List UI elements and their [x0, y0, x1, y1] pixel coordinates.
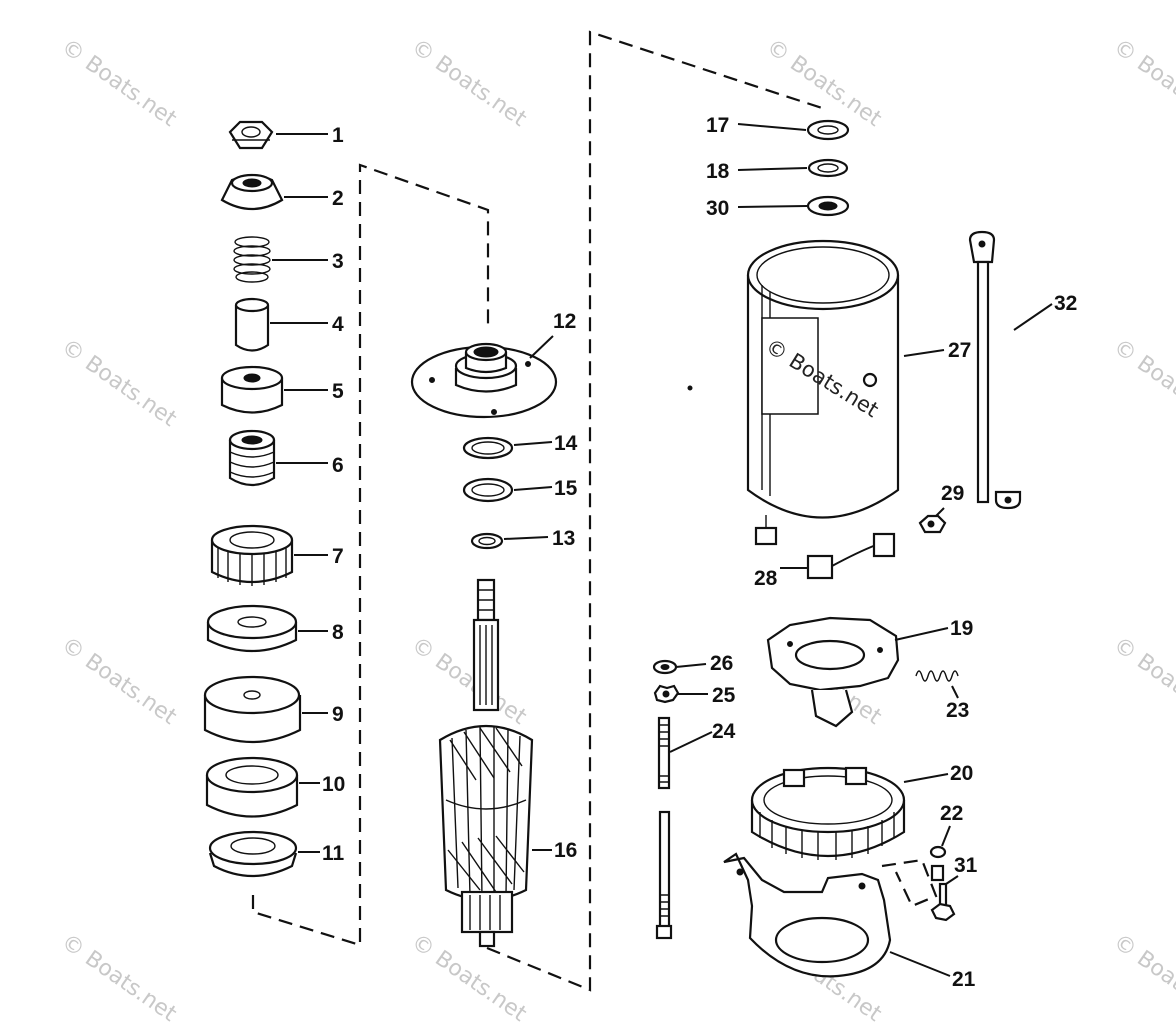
part-20-end-housing [750, 766, 906, 860]
part-25-lockwasher [653, 684, 680, 704]
part-2-retainer [220, 173, 284, 210]
callout-10: 10 [322, 773, 345, 796]
part-17-washer [806, 119, 850, 141]
watermark: © Boats.net [1109, 34, 1176, 132]
part-23-brush-springs [915, 670, 959, 682]
callout-14: 14 [554, 432, 578, 455]
part-32-ground-strap [968, 230, 1022, 510]
watermark: © Boats.net [57, 632, 182, 730]
part-5-collar [220, 365, 284, 414]
watermark: © Boats.net [407, 632, 532, 730]
callout-13: 13 [552, 527, 575, 550]
callout-1: 1 [332, 124, 344, 147]
watermark: © Boats.net [762, 34, 887, 132]
part-8-washer [206, 604, 298, 653]
part-21-mounting-bracket [723, 852, 892, 978]
callout-20: 20 [950, 762, 973, 785]
part-12-end-cap [410, 342, 558, 419]
callout-6: 6 [332, 454, 344, 477]
callout-24: 24 [712, 720, 736, 743]
callout-29: 29 [941, 482, 964, 505]
callout-23: 23 [946, 699, 969, 722]
leader-lines [270, 123, 1053, 977]
part-29-nut [918, 514, 947, 534]
part-26-nut [652, 659, 678, 675]
callout-19: 19 [950, 617, 973, 640]
assembly-line-center [486, 30, 829, 992]
callout-30: 30 [706, 197, 729, 220]
callout-labels: 1 2 3 4 5 6 7 8 9 10 11 12 14 15 13 16 1… [322, 114, 1077, 991]
callout-2: 2 [332, 187, 344, 210]
part-9-cup [203, 675, 302, 744]
watermark: © Boats.net [1109, 334, 1176, 432]
callout-15: 15 [554, 477, 578, 500]
part-18-washer [807, 158, 849, 178]
watermark: © Boats.net [57, 334, 182, 432]
part-22-contact [929, 845, 947, 882]
part-through-bolt [655, 810, 673, 940]
assembly-line-left [251, 163, 490, 947]
part-30-washer [806, 195, 850, 217]
callout-18: 18 [706, 160, 730, 183]
callout-22: 22 [940, 802, 963, 825]
callout-7: 7 [332, 545, 344, 568]
callout-32: 32 [1054, 292, 1077, 315]
callout-17: 17 [706, 114, 729, 137]
part-31-screw [930, 882, 956, 922]
part-27-field-frame [687, 239, 900, 519]
watermark: © Boats.net [57, 34, 182, 132]
callout-16: 16 [554, 839, 577, 862]
part-4-sleeve [234, 297, 270, 352]
callout-8: 8 [332, 621, 344, 644]
callout-4: 4 [332, 313, 344, 336]
callout-5: 5 [332, 380, 344, 403]
assembly-line-small [881, 858, 938, 908]
assembly-guide-lines [251, 30, 829, 992]
part-13-small-washer [470, 532, 504, 550]
callout-9: 9 [332, 703, 344, 726]
part-15-washer [462, 477, 514, 503]
callout-28: 28 [754, 567, 778, 590]
part-10-ring [205, 756, 299, 818]
watermark: © Boats.net [1109, 632, 1176, 730]
part-7-pinion-gear [210, 524, 294, 586]
callout-3: 3 [332, 250, 344, 273]
callout-11: 11 [322, 842, 345, 865]
part-3-spring [233, 236, 271, 283]
callout-27: 27 [948, 339, 971, 362]
part-16-armature [438, 578, 534, 948]
watermark: © Boats.net [407, 929, 532, 1024]
callout-12: 12 [553, 310, 576, 333]
watermark: © Boats.net [57, 929, 182, 1024]
part-6-drive-spring [228, 429, 276, 487]
callout-26: 26 [710, 652, 733, 675]
part-24-stud [657, 716, 671, 790]
callout-21: 21 [952, 968, 976, 991]
watermark: © Boats.net [407, 34, 532, 132]
callout-31: 31 [954, 854, 978, 877]
watermark: © Boats.net [1109, 929, 1176, 1024]
part-11-stop-cap [208, 830, 298, 878]
part-19-brush-plate [766, 616, 900, 728]
part-1-nut [228, 120, 274, 150]
part-14-washer [462, 436, 514, 460]
callout-25: 25 [712, 684, 736, 707]
